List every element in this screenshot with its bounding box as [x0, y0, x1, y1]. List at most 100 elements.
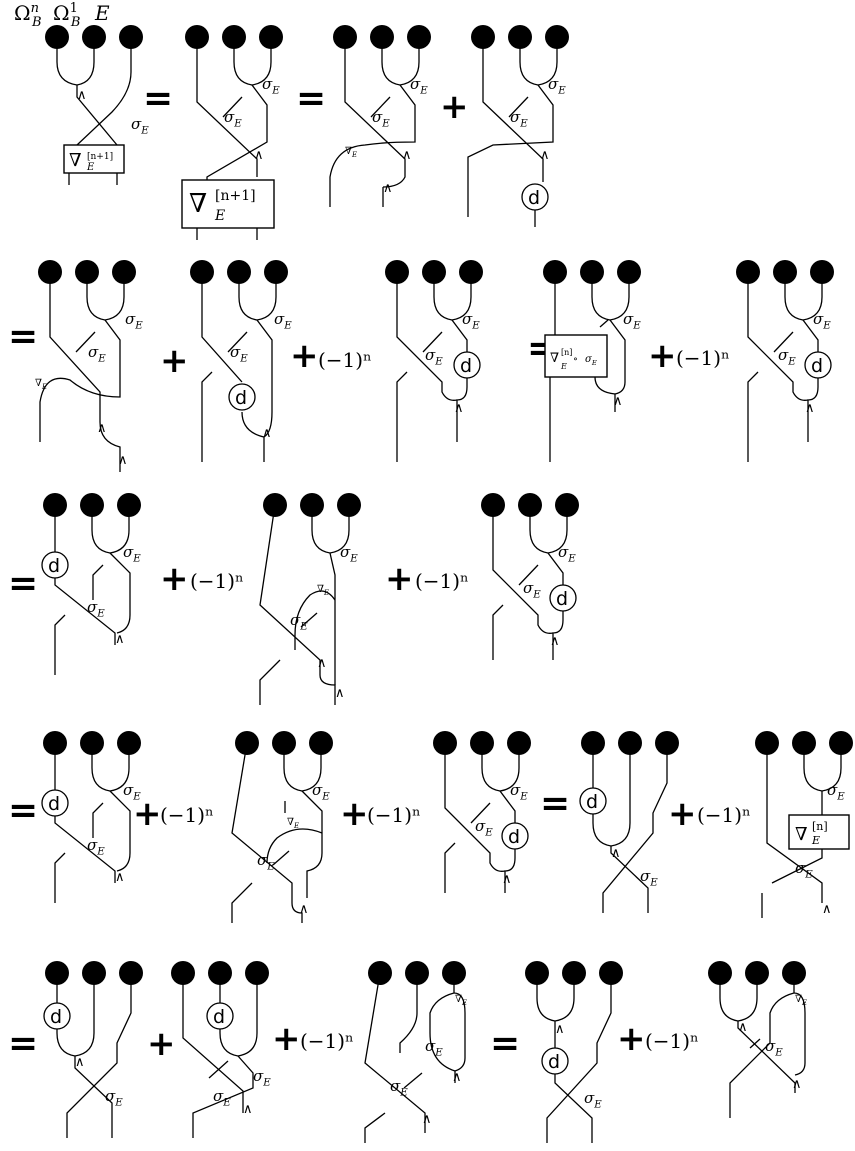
wedge-symbol: ∧ — [502, 872, 512, 887]
nabla-box-sub: E — [214, 208, 225, 224]
wire — [445, 743, 505, 871]
header-E: E — [94, 1, 110, 25]
sigma-label: σE — [623, 310, 641, 332]
sigma-label: σE — [410, 75, 428, 97]
plus-sign: + — [617, 1019, 646, 1059]
wire — [260, 505, 335, 705]
wire — [267, 829, 322, 863]
wire — [55, 615, 65, 675]
sign-coefficient: (−1)ⁿ — [367, 803, 421, 827]
nabla-box-sub: E — [86, 162, 95, 173]
sign-coefficient: (−1)ⁿ — [676, 346, 730, 370]
wedge-symbol: ∧ — [115, 632, 125, 647]
sigma-label: σE — [125, 310, 143, 332]
nabla-box-sup: [n+1] — [87, 152, 113, 162]
sigma-label: σE — [123, 543, 141, 565]
wire — [55, 578, 115, 645]
wire — [365, 973, 425, 1133]
wire — [748, 272, 808, 400]
wire — [302, 791, 322, 898]
sigma-label: σE — [257, 851, 275, 873]
wedge-symbol: ∧ — [402, 148, 412, 163]
sigma-label: σE — [87, 598, 105, 620]
wire — [232, 743, 302, 923]
plus-sign: + — [133, 794, 162, 834]
d-symbol: d — [811, 355, 823, 377]
plus-sign: + — [340, 794, 369, 834]
sigma-label: σE — [213, 1087, 231, 1109]
wedge-symbol: ∧ — [454, 401, 464, 416]
wire — [404, 1073, 422, 1088]
wire — [493, 505, 553, 633]
sign-coefficient: (−1)ⁿ — [190, 569, 244, 593]
plus-sign: + — [160, 559, 189, 599]
sign-coefficient: (−1)ⁿ — [697, 803, 751, 827]
wire — [273, 851, 289, 865]
wedge-symbol: ∧ — [335, 686, 345, 701]
d-symbol: d — [48, 555, 60, 577]
wedge-symbol: ∧ — [243, 1102, 253, 1117]
sigma-label: σE — [340, 543, 358, 565]
sigma-label: σE — [274, 310, 292, 332]
wire — [600, 320, 608, 327]
equals-sign: = — [8, 790, 38, 831]
equals-sign: = — [8, 316, 38, 357]
wedge-symbol: ∧ — [75, 1055, 85, 1070]
nabla-box-sub: E — [560, 362, 567, 371]
wire — [110, 791, 130, 871]
plus-sign: + — [160, 341, 189, 381]
wedge-symbol: ∧ — [77, 88, 87, 103]
plus-sign: + — [385, 559, 414, 599]
sigma-label: σE — [312, 781, 330, 803]
d-symbol: d — [508, 826, 520, 848]
wedge-symbol: ∧ — [613, 394, 623, 409]
sigma-label: σE — [88, 343, 106, 365]
equals-sign: = — [8, 563, 38, 604]
equals-sign: = — [490, 1023, 520, 1064]
wire — [330, 85, 415, 207]
wedge-symbol: ∧ — [118, 453, 128, 468]
d-symbol: d — [528, 187, 540, 209]
d-symbol: d — [213, 1006, 225, 1028]
plus-sign: + — [290, 336, 319, 376]
equals-sign: = — [540, 783, 570, 824]
sigma-label: σE — [640, 867, 658, 889]
nabla-box-label: ∇ — [189, 189, 207, 219]
wedge-symbol: ∧ — [254, 148, 264, 163]
nabla-box-sup: [n] — [561, 348, 572, 357]
wedge-symbol: ∧ — [611, 846, 621, 861]
wedge-symbol: ∧ — [383, 181, 393, 196]
sigma-label: σE — [253, 1067, 271, 1089]
wire — [197, 37, 257, 177]
wedge-symbol: ∧ — [738, 1020, 748, 1035]
wedge-symbol: ∧ — [262, 426, 272, 441]
wire — [397, 372, 407, 462]
wedge-symbol: ∧ — [452, 1070, 462, 1085]
sigma-label: σE — [87, 836, 105, 858]
sign-coefficient: (−1)ⁿ — [645, 1029, 699, 1053]
equals-sign: = — [143, 78, 173, 119]
plus-sign: + — [648, 336, 677, 376]
nabla-box-sup: [n] — [812, 820, 828, 833]
equals-sign: = — [8, 1023, 38, 1064]
wedge-symbol: ∧ — [805, 401, 815, 416]
wedge-symbol: ∧ — [540, 148, 550, 163]
wire — [400, 973, 417, 1053]
sigma-label: σE — [778, 346, 796, 368]
d-symbol: d — [235, 387, 247, 409]
wire — [55, 816, 115, 883]
sigma-label: σE — [290, 611, 308, 633]
nabla-small-label: ∇E — [795, 994, 807, 1007]
wire — [202, 372, 212, 462]
plus-sign: + — [668, 794, 697, 834]
wire — [295, 591, 335, 650]
wire — [202, 272, 242, 382]
wire — [93, 565, 103, 600]
sigma-label: σE — [230, 343, 248, 365]
sigma-label: σE — [105, 1087, 123, 1109]
d-symbol: d — [50, 1006, 62, 1028]
wire — [730, 973, 794, 1118]
wedge-symbol: ∧ — [555, 1022, 565, 1037]
wedge-symbol: ∧ — [422, 1112, 432, 1127]
